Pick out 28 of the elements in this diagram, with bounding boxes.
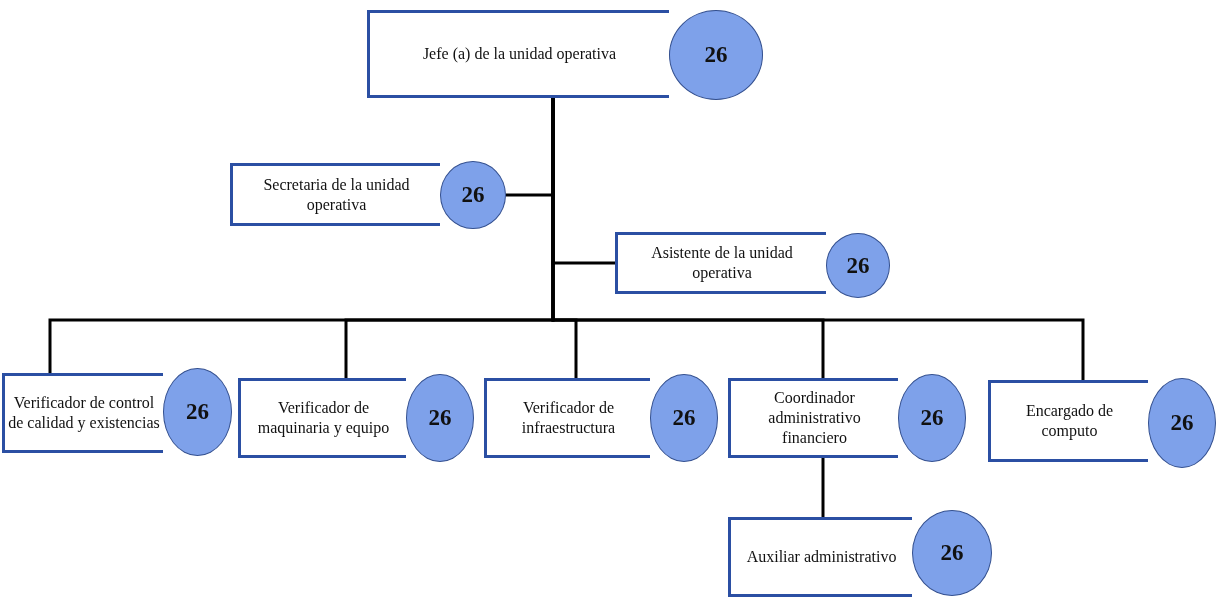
count-number: 26 — [672, 405, 696, 431]
position-title: Verificador de maquinaria y equipo — [256, 398, 391, 438]
position-title: Coordinador administrativo financiero — [767, 388, 862, 448]
position-box — [615, 232, 826, 294]
count-number: 26 — [920, 405, 944, 431]
position-title: Secretaria de la unidad operativa — [262, 174, 411, 215]
position-title: Asistente de la unidad operativa — [650, 243, 794, 283]
count-number: 26 — [1170, 410, 1194, 436]
position-box — [728, 378, 898, 458]
count-number: 26 — [428, 405, 452, 431]
position-title: Verificador de control de calidad y existencias — [7, 393, 161, 433]
count-number: 26 — [704, 42, 728, 68]
position-box — [230, 163, 440, 226]
position-box — [484, 378, 650, 458]
count-number: 26 — [186, 399, 209, 425]
count-number: 26 — [461, 182, 485, 208]
position-title: Auxiliar administrativo — [745, 547, 898, 567]
position-box — [2, 373, 163, 453]
count-number: 26 — [940, 540, 964, 566]
connector-line — [821, 458, 825, 517]
position-box — [238, 378, 406, 458]
position-box — [988, 380, 1148, 462]
position-title: Encargado de computo — [1024, 401, 1115, 441]
position-title: Verificador de infraestructura — [520, 398, 617, 438]
position-box — [367, 10, 669, 98]
position-title: Jefe (a) de la unidad operativa — [421, 44, 618, 64]
position-box — [728, 517, 912, 597]
count-number: 26 — [846, 252, 870, 279]
